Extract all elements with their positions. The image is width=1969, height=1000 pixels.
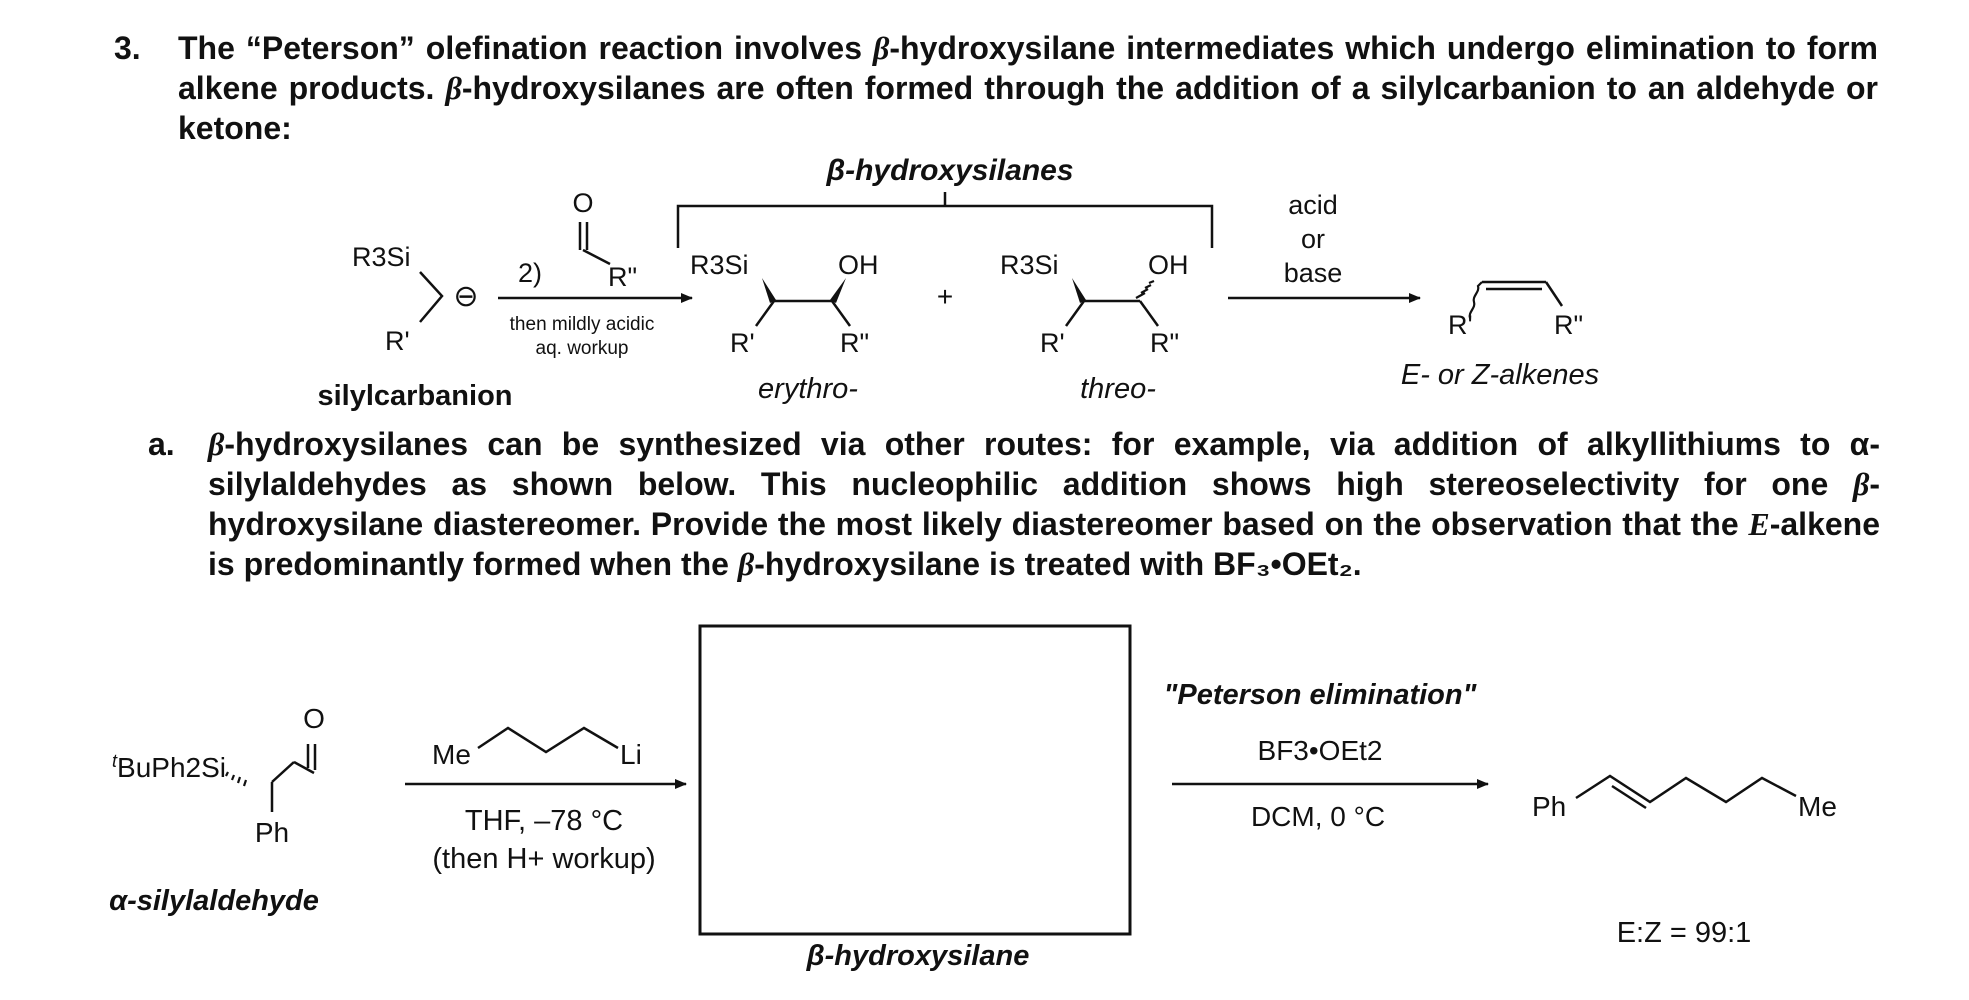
bracket [676,192,1214,248]
threo-r1: R' [1040,328,1065,358]
erythro-label: erythro- [758,373,858,405]
alkene-r2: R" [1554,310,1583,340]
carbanion-bonds [419,271,444,323]
silyl-group: tBuPh2Si [112,751,226,783]
threo-si: R3Si [1000,250,1059,280]
carbanion-si: R3Si [352,242,411,272]
product-ph: Ph [1532,791,1566,822]
step-number: 2) [518,258,542,288]
threo-label: threo- [1080,373,1156,405]
alkene-label: E- or Z-alkenes [1401,359,1599,391]
erythro-r1: R' [730,328,755,358]
aldehyde-r: R" [608,262,637,292]
butyl-chain [477,726,619,754]
threo-r2: R" [1150,328,1179,358]
product-me: Me [1798,791,1837,822]
condition-thf: THF, –78 °C [465,805,623,837]
silylaldehyde-bonds [270,744,317,812]
part-a-letter: a. [148,426,175,462]
question-number: 3. [114,30,141,66]
silyl-hash-bond [225,771,248,787]
bracket-label: β-hydroxysilanes [825,154,1073,187]
threo-hash [1135,279,1155,299]
question-3-text: The “Peterson” olefination reaction invo… [178,30,1879,146]
step-condition-2: aq. workup [536,338,629,359]
threo-bonds [1064,299,1160,327]
elimination-title: "Peterson elimination" [1164,679,1478,711]
condition-workup: (then H+ workup) [432,843,655,875]
elimination-reagent: BF3•OEt2 [1258,735,1383,766]
alkene-r1: R' [1448,310,1473,340]
answer-box-label: β-hydroxysilane [806,940,1030,972]
plus-sign: + [937,281,953,312]
erythro-si: R3Si [690,250,749,280]
part-a-text: β-hydroxysilanes can be synthesized via … [208,426,1880,582]
reagent-me: Me [432,739,471,770]
condition-base: base [1284,258,1343,288]
product-chain [1575,774,1797,804]
answer-box[interactable] [698,624,1132,936]
ez-ratio: E:Z = 99:1 [1617,917,1752,949]
erythro-oh: OH [838,250,879,280]
carbanion-charge: ⊖ [453,280,478,313]
silylaldehyde-ph: Ph [255,817,289,848]
elimination-condition: DCM, 0 °C [1251,801,1385,832]
silylaldehyde-label: α-silylaldehyde [109,885,319,917]
alkene-wavy-bond [1468,281,1483,319]
erythro-r2: R" [840,328,869,358]
threo-wedge [1072,278,1086,303]
product-double-bond [1611,784,1647,810]
erythro-wedge-2 [830,278,846,303]
condition-acid: acid [1288,190,1338,220]
condition-or: or [1301,224,1325,254]
reagent-li: Li [620,739,642,770]
aldehyde-o: O [572,188,593,218]
erythro-wedge-1 [762,278,776,303]
erythro-bonds [754,299,852,327]
threo-oh: OH [1148,250,1189,280]
silylaldehyde-o: O [303,703,325,734]
step-condition-1: then mildly acidic [510,314,655,335]
carbanion-r: R' [385,326,410,356]
carbanion-label: silylcarbanion [317,380,512,412]
aldehyde-bonds [578,222,611,266]
alkene-bonds [1482,280,1564,307]
